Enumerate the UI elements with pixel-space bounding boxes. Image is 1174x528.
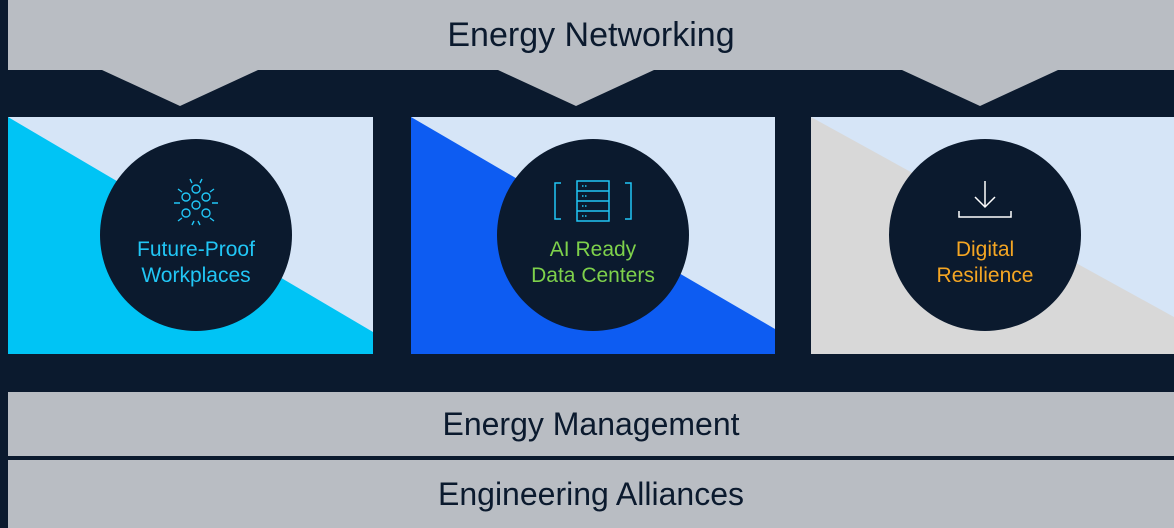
energy-management-bar: Energy Management [8, 392, 1174, 456]
pillar-label: Future-Proof Workplaces [137, 238, 255, 287]
management-label: Energy Management [442, 405, 740, 442]
energy-networking-banner: Energy Networking [8, 0, 1174, 70]
server-rack-icon [553, 175, 633, 227]
network-nodes-icon [164, 175, 228, 227]
banner-title: Energy Networking [447, 15, 735, 54]
top-banner-arrows [8, 0, 1174, 106]
pillar-badge: AI Ready Data Centers [497, 139, 689, 331]
engineering-alliances-bar: Engineering Alliances [8, 460, 1174, 528]
pillar-label: AI Ready Data Centers [531, 238, 655, 287]
pillar-badge: Digital Resilience [889, 139, 1081, 331]
pillar-digital-resilience: Digital Resilience [811, 117, 1174, 354]
download-icon [953, 175, 1017, 227]
pillar-label: Digital Resilience [936, 238, 1034, 287]
pillar-badge: Future-Proof Workplaces [100, 139, 292, 331]
pillar-ai-ready-data-centers: AI Ready Data Centers [411, 117, 775, 354]
pillar-future-proof-workplaces: Future-Proof Workplaces [8, 117, 373, 354]
alliances-label: Engineering Alliances [438, 475, 744, 512]
